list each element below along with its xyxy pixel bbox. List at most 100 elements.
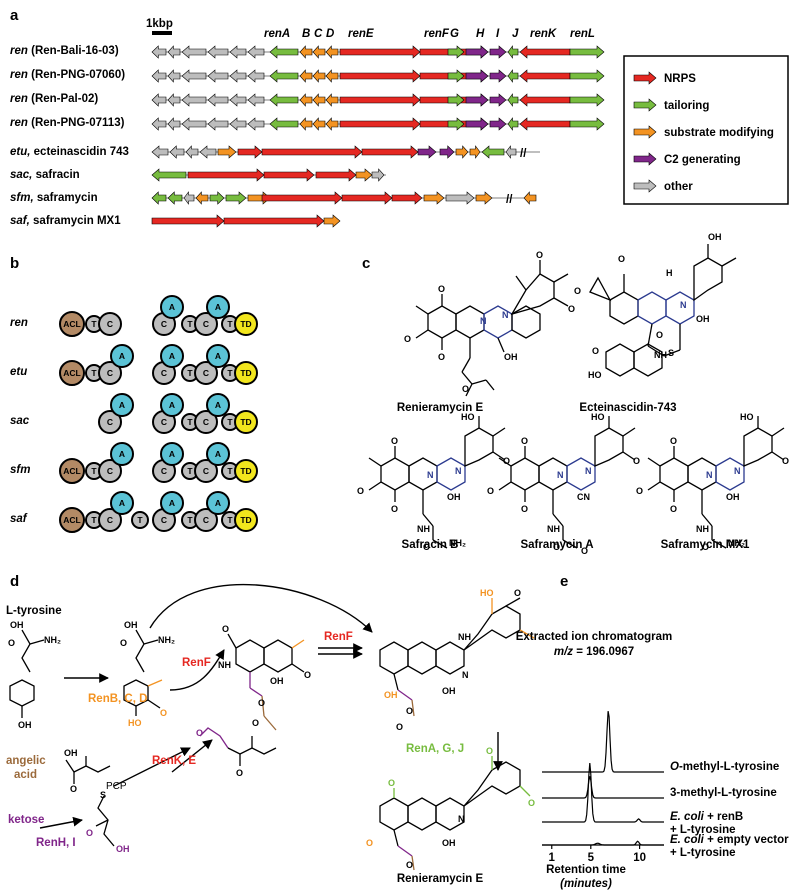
domain-t: T <box>85 511 103 529</box>
gene-arrow <box>489 117 507 131</box>
domain-c: C <box>194 508 218 532</box>
substrate-angelic-acid-line1: angelic <box>6 755 46 767</box>
svg-text:NH₂: NH₂ <box>728 538 745 548</box>
enzyme-renhi: RenH, I <box>36 837 76 849</box>
svg-text:O: O <box>670 436 677 446</box>
svg-text:HO: HO <box>461 412 475 422</box>
gene-arrow <box>371 168 385 182</box>
svg-text:O: O <box>536 250 543 260</box>
gene-arrow <box>507 93 519 107</box>
gene-arrow <box>247 45 265 59</box>
svg-text:O: O <box>592 346 599 356</box>
substrate-l-tyrosine: L-tyrosine <box>6 605 62 617</box>
svg-text:O: O <box>406 706 413 716</box>
svg-text:S: S <box>668 348 674 358</box>
gene-label-H: H <box>476 28 485 40</box>
svg-text:OH: OH <box>442 686 456 696</box>
svg-text:A: A <box>215 302 221 312</box>
svg-text:T: T <box>91 515 97 525</box>
cluster-label: sfm, saframycin <box>10 192 98 204</box>
gene-arrow <box>312 45 326 59</box>
panel-a-label: a <box>10 7 19 24</box>
chromatogram-mz: m/z = 196.0967 <box>554 646 634 658</box>
svg-text:ACL: ACL <box>63 466 80 476</box>
domain-row-label: ren <box>10 317 28 329</box>
svg-text:OH: OH <box>116 844 130 854</box>
legend-box <box>623 55 789 205</box>
gene-arrow <box>325 93 339 107</box>
svg-text:O: O <box>553 542 560 552</box>
svg-text:O: O <box>396 722 403 732</box>
svg-text:NH: NH <box>547 524 560 534</box>
svg-text:N: N <box>706 470 713 480</box>
gene-arrow <box>151 214 225 228</box>
gene-label-B: B <box>302 28 310 40</box>
svg-text:C: C <box>203 368 209 378</box>
domain-td: TD <box>234 508 258 532</box>
gene-arrow <box>269 117 299 131</box>
gene-label-renE: renE <box>348 28 374 40</box>
gene-arrow <box>247 93 265 107</box>
domain-acl: ACL <box>59 507 85 533</box>
svg-text:O: O <box>236 768 243 778</box>
svg-text:C: C <box>203 417 209 427</box>
gene-arrow <box>507 117 519 131</box>
enzyme-renke: RenK, E <box>152 755 196 767</box>
gene-arrow <box>167 45 181 59</box>
gene-arrow <box>447 69 465 83</box>
gene-arrow <box>167 93 181 107</box>
structure-pentacyclic-intermediate <box>379 597 535 717</box>
x-axis-unit: (minutes) <box>560 878 612 890</box>
gene-arrow <box>523 191 537 205</box>
svg-text:OH: OH <box>442 838 456 848</box>
gene-arrow <box>247 117 265 131</box>
gene-label-I: I <box>496 28 500 40</box>
domain-c: C <box>98 410 122 434</box>
domain-a: A <box>206 442 230 466</box>
gene-arrow <box>519 117 571 131</box>
svg-text:HO: HO <box>480 588 494 598</box>
domain-a: A <box>160 393 184 417</box>
svg-text:T: T <box>187 466 193 476</box>
domain-c: C <box>194 312 218 336</box>
gene-arrow <box>269 93 299 107</box>
svg-text:C: C <box>203 319 209 329</box>
gene-arrow <box>417 145 437 159</box>
gene-arrow <box>355 168 373 182</box>
svg-text:HO: HO <box>128 718 142 728</box>
gene-label-J: J <box>512 28 519 40</box>
svg-text://: // <box>506 194 513 206</box>
gene-arrow <box>151 191 167 205</box>
cluster-label: etu, ecteinascidin 743 <box>10 146 129 158</box>
gene-arrow <box>167 69 181 83</box>
svg-text:O: O <box>406 860 413 870</box>
svg-text:O: O <box>404 334 411 344</box>
gene-arrow <box>229 45 247 59</box>
svg-text:O: O <box>528 798 535 808</box>
gene-arrow <box>519 69 571 83</box>
gene-arrow <box>207 117 229 131</box>
svg-text:NH: NH <box>218 660 231 670</box>
svg-text:T: T <box>137 515 143 525</box>
gene-arrow <box>633 152 657 166</box>
panel-b-label: b <box>10 255 19 272</box>
gene-arrow <box>207 45 229 59</box>
gene-arrow <box>325 69 339 83</box>
svg-text:O: O <box>86 828 93 838</box>
svg-text:T: T <box>187 368 193 378</box>
gene-label-C: C <box>314 28 323 40</box>
svg-text:OH: OH <box>270 676 284 686</box>
svg-text:H: H <box>666 268 673 278</box>
svg-text:T: T <box>91 319 97 329</box>
gene-arrow <box>447 93 465 107</box>
svg-text:O: O <box>391 436 398 446</box>
svg-text:N: N <box>585 466 592 476</box>
gene-arrow <box>183 191 195 205</box>
gene-arrow <box>489 69 507 83</box>
svg-text:A: A <box>169 302 175 312</box>
svg-text:T: T <box>91 466 97 476</box>
gene-arrow <box>312 93 326 107</box>
gene-arrow <box>455 145 469 159</box>
gene-arrow <box>167 191 183 205</box>
